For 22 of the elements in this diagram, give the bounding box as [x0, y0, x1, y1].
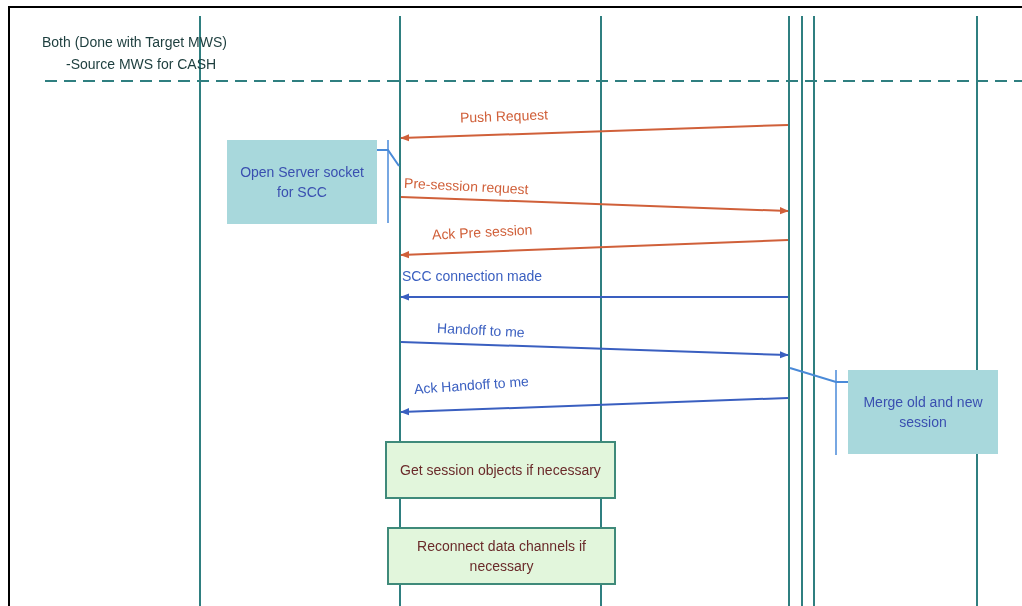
message-arrow: [400, 341, 789, 359]
message-arrow: [400, 124, 789, 142]
message-label: Push Request: [459, 105, 549, 128]
process-box: Get session objects if necessary: [385, 441, 616, 499]
note-box: Open Server socket for SCC: [227, 140, 377, 224]
lifeline: [788, 16, 790, 606]
lifeline: [801, 16, 803, 606]
message-label: SCC connection made: [402, 267, 543, 286]
leader-line: [789, 367, 849, 383]
message-label: Ack Pre session: [431, 220, 533, 245]
message-arrow: [400, 397, 789, 416]
lifeline: [199, 16, 201, 606]
message-label: Ack Handoff to me: [413, 372, 530, 399]
note-box: Merge old and new session: [848, 370, 998, 454]
message-arrow: [400, 196, 789, 215]
message-label: Handoff to me: [436, 318, 526, 343]
message-label: Pre-session request: [403, 173, 529, 200]
leader-line: [376, 149, 400, 167]
process-box: Reconnect data channels if necessary: [387, 527, 616, 585]
lifeline: [813, 16, 815, 606]
message-arrow: [400, 293, 789, 301]
message-arrow: [400, 239, 789, 259]
